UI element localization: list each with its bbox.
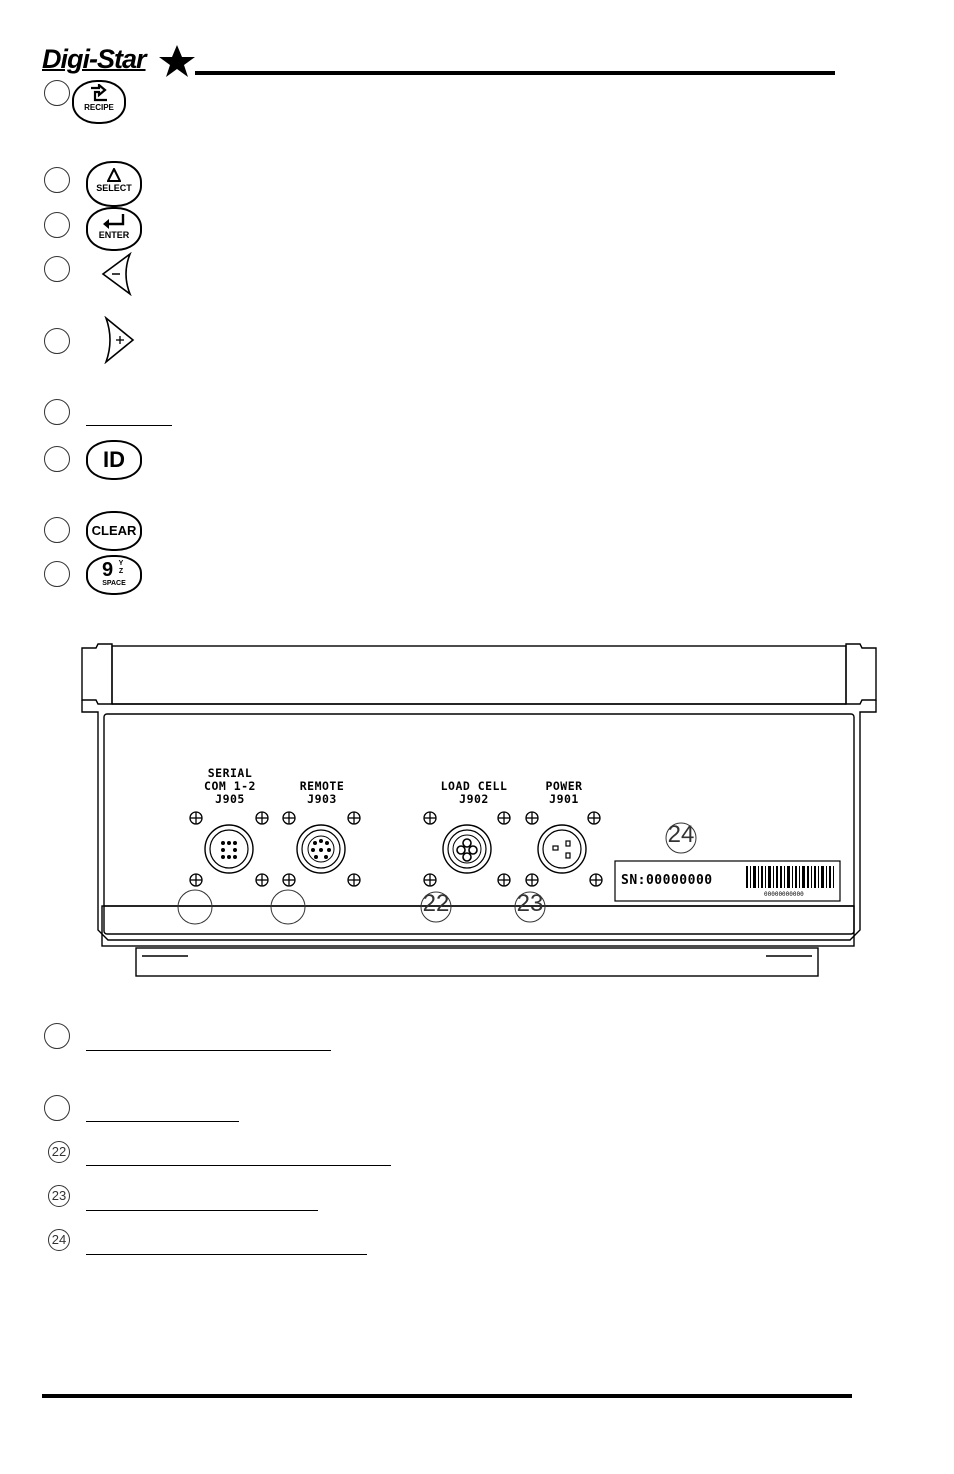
indicator-back-panel-drawing	[81, 643, 877, 977]
item-number-circle	[44, 1095, 70, 1121]
id-key: ID	[86, 440, 142, 480]
nine-key-letters: Y Z	[118, 560, 124, 575]
item-number-circle	[44, 328, 70, 354]
remote-port-label: REMOTE J903	[272, 780, 372, 806]
callout-24: 24	[667, 821, 695, 848]
item-number-circle	[44, 446, 70, 472]
remote-port-label-line: REMOTE	[299, 779, 345, 793]
text-underline	[86, 1210, 318, 1211]
nine-key-digit: 9	[102, 559, 114, 581]
recipe-key: RECIPE	[72, 80, 126, 124]
item-number-circle	[44, 517, 70, 543]
legend-number-22: 22	[48, 1141, 70, 1163]
star-icon	[159, 45, 195, 77]
select-key-label: SELECT	[96, 183, 132, 193]
enter-key: ENTER	[86, 207, 142, 251]
item-number-circle	[44, 167, 70, 193]
item-number-circle	[44, 399, 70, 425]
recipe-icon	[91, 84, 107, 102]
text-underline	[86, 1165, 391, 1166]
screw-icons	[189, 811, 603, 887]
clear-key: CLEAR	[86, 511, 142, 551]
minus-left-arrow-key-icon	[101, 252, 132, 296]
load-cell-port-label-line: J902	[459, 792, 489, 806]
footer-rule	[42, 1394, 852, 1398]
load-cell-connector	[442, 824, 492, 874]
text-underline	[86, 1121, 239, 1122]
power-port-label-line: POWER	[545, 779, 583, 793]
triangle-up-icon	[107, 168, 121, 182]
callout-22: 22	[422, 890, 450, 917]
serial-number-text: SN:00000000	[621, 873, 713, 888]
power-port-label-line: J901	[549, 792, 579, 806]
remote-connector	[296, 824, 346, 874]
load-cell-port-label-line: LOAD CELL	[440, 779, 508, 793]
barcode-digits: 00000000000	[764, 891, 804, 898]
recipe-key-label: RECIPE	[84, 103, 114, 112]
enter-arrow-icon	[103, 214, 125, 229]
text-underline	[86, 1254, 367, 1255]
text-underline	[86, 1050, 331, 1051]
nine-key-label: SPACE	[102, 580, 126, 587]
serial-port-label: SERIAL COM 1-2 J905	[180, 767, 280, 806]
text-underline	[86, 425, 172, 426]
plus-right-arrow-key-icon	[104, 316, 135, 364]
serial-port-label-line: COM 1-2	[204, 779, 256, 793]
enter-key-label: ENTER	[98, 230, 130, 240]
barcode-icon	[746, 866, 834, 888]
legend-number-24: 24	[48, 1229, 70, 1251]
callout-23: 23	[516, 890, 544, 917]
legend-number-23: 23	[48, 1185, 70, 1207]
header-rule	[195, 71, 835, 75]
nine-space-key: 9 Y Z SPACE	[86, 555, 142, 595]
item-number-circle	[44, 1023, 70, 1049]
digi-star-logo: Digi-Star	[42, 44, 147, 74]
select-key: SELECT	[86, 161, 142, 207]
item-number-circle	[44, 256, 70, 282]
serial-port-label-line: SERIAL	[207, 766, 253, 780]
power-port-label: POWER J901	[514, 780, 614, 806]
load-cell-port-label: LOAD CELL J902	[414, 780, 534, 806]
remote-port-label-line: J903	[307, 792, 337, 806]
serial-port-label-line: J905	[215, 792, 245, 806]
power-connector	[537, 824, 587, 874]
serial-connector	[204, 824, 254, 874]
item-number-circle	[44, 80, 70, 106]
item-number-circle	[44, 561, 70, 587]
item-number-circle	[44, 212, 70, 238]
